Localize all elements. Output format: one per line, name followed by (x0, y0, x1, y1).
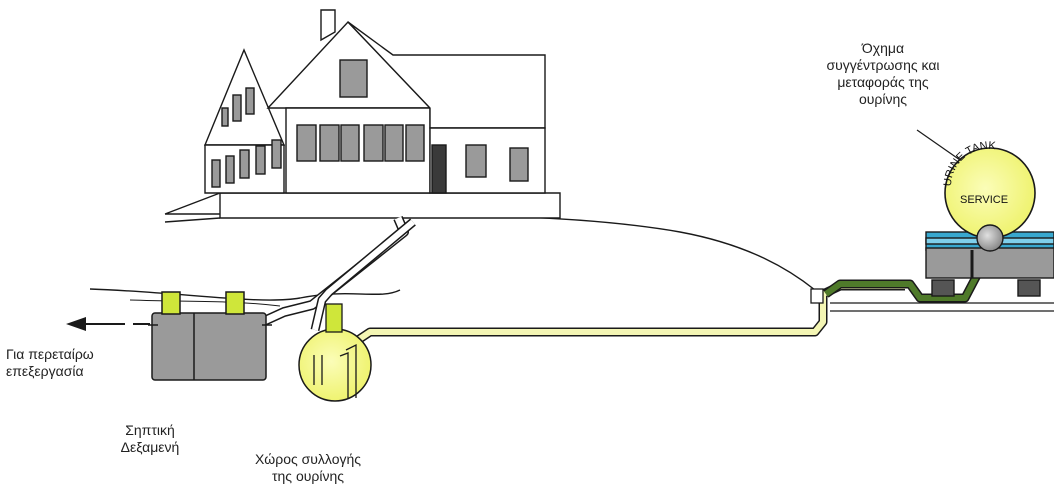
septic-tank (148, 291, 272, 381)
urine-collection-tank (298, 303, 372, 402)
hill-line (414, 214, 816, 291)
urine-tank-vehicle (925, 147, 1054, 297)
house (164, 9, 561, 223)
outflow-arrow (66, 317, 150, 331)
vehicle-label: Όχημα συγγέντρωσης και μεταφοράς της ουρ… (826, 40, 940, 107)
urine-collection-label: Χώρος συλλογής της ουρίνης (254, 451, 362, 484)
road-line (830, 302, 1054, 312)
vehicle-label-leader (916, 129, 961, 161)
drain-pipe-branch-inner (312, 219, 415, 331)
ground-line (89, 288, 401, 301)
further-processing-label: Για περεταίρω επεξεργασία (6, 346, 94, 379)
septic-tank-label: Σηπτική Δεξαμενή (120, 422, 180, 455)
ground-line-lower (129, 299, 281, 307)
pipe-inlet (810, 288, 824, 304)
tank-label-bottom: SERVICE (960, 194, 1008, 206)
